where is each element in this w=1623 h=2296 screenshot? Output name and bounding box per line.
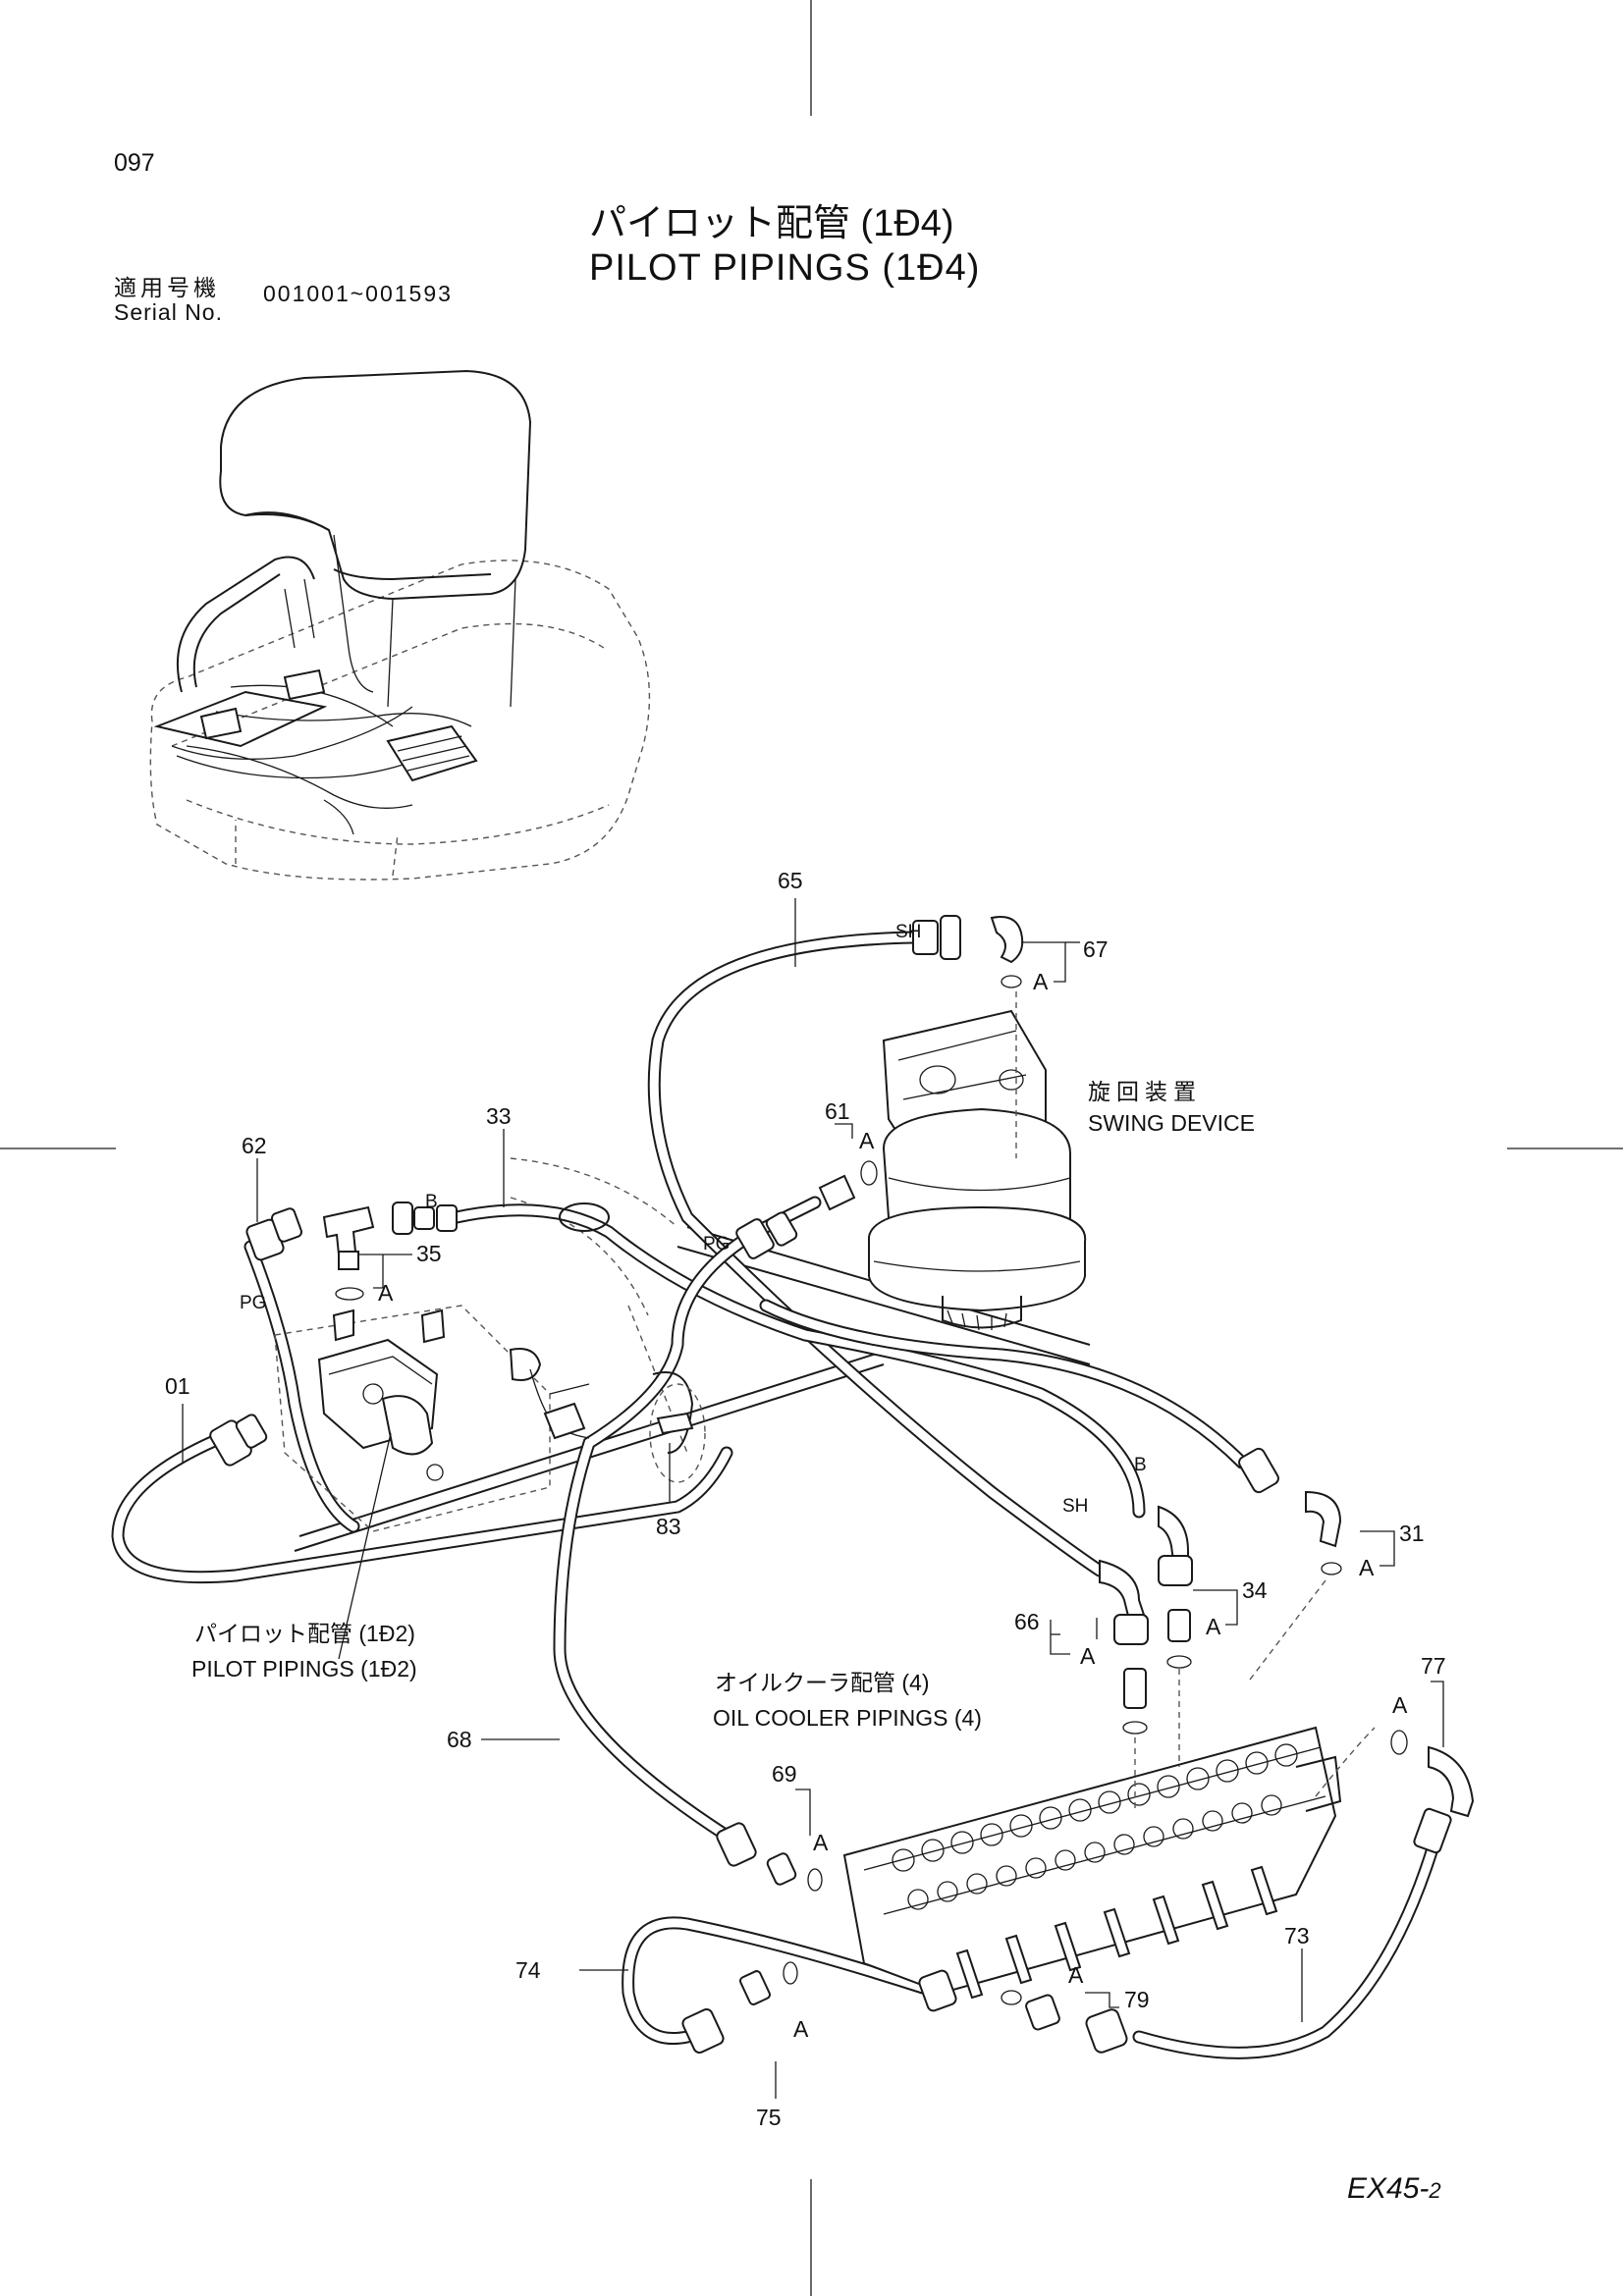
machine-overview-sketch <box>149 369 651 881</box>
callout-01: 01 <box>165 1373 190 1399</box>
marker-a-75: A <box>793 2016 809 2042</box>
callout-77: 77 <box>1421 1653 1446 1679</box>
model-name: EX45- <box>1347 2172 1430 2205</box>
marker-b-33: B <box>425 1192 438 1212</box>
callout-79: 79 <box>1124 1987 1150 2012</box>
serial-label-japanese: 適用号機 <box>114 275 220 300</box>
component-labels: 旋回装置 SWING DEVICE パイロット配管 (1Ð2) PILOT PI… <box>191 1079 1255 1731</box>
serial-range: 001001~001593 <box>263 281 453 306</box>
swing-device-label-ja: 旋回装置 <box>1088 1079 1202 1104</box>
marker-a-66: A <box>1080 1643 1096 1669</box>
port-markers: SH A A B PG PG A B SH A A A A A A A <box>240 922 1408 2042</box>
marker-a-61: A <box>859 1128 875 1153</box>
callout-73: 73 <box>1284 1923 1310 1949</box>
callout-34: 34 <box>1242 1577 1268 1603</box>
leader-lines <box>182 898 1444 2099</box>
oil-cooler-label-ja: オイルクーラ配管 (4) <box>715 1670 930 1695</box>
model-designation: EX45-2 <box>1347 2172 1441 2206</box>
oil-cooler-label-en: OIL COOLER PIPINGS (4) <box>713 1705 982 1731</box>
marker-a-31: A <box>1359 1555 1375 1580</box>
marker-b-34: B <box>1134 1455 1147 1475</box>
marker-a-79: A <box>1068 1962 1084 1988</box>
callout-31: 31 <box>1399 1521 1425 1546</box>
callout-83: 83 <box>656 1514 681 1539</box>
callout-75: 75 <box>756 2105 782 2130</box>
callout-66: 66 <box>1014 1609 1040 1634</box>
callout-numbers: 65 67 61 33 62 35 01 83 31 34 66 68 69 7… <box>165 868 1446 2130</box>
callout-67: 67 <box>1083 936 1109 962</box>
marker-pg-62: PG <box>240 1293 266 1313</box>
callout-61: 61 <box>825 1098 850 1124</box>
callout-65: 65 <box>778 868 803 893</box>
marker-a-69: A <box>813 1830 829 1855</box>
callout-68: 68 <box>447 1727 472 1752</box>
marker-sh-upper: SH <box>895 922 921 942</box>
callout-62: 62 <box>242 1133 267 1158</box>
hose-paths <box>111 931 1440 2059</box>
marker-a-35: A <box>378 1280 394 1306</box>
marker-a-77: A <box>1392 1692 1408 1718</box>
swing-device <box>868 1009 1087 1331</box>
model-suffix: 2 <box>1429 2178 1441 2203</box>
serial-label-english: Serial No. <box>114 299 223 325</box>
marker-pg-65: PG <box>703 1234 730 1255</box>
pilot-pipings-label-ja: パイロット配管 (1Ð2) <box>194 1621 415 1646</box>
callout-35: 35 <box>416 1241 442 1266</box>
page-title-japanese: パイロット配管 (1Ð4) <box>589 203 954 244</box>
callout-69: 69 <box>772 1761 797 1787</box>
pilot-valve-block <box>274 1305 590 1532</box>
marker-a-67: A <box>1033 969 1049 994</box>
marker-a-34: A <box>1206 1614 1221 1639</box>
pilot-pipings-label-en: PILOT PIPINGS (1Ð2) <box>191 1656 417 1682</box>
marker-sh-66: SH <box>1062 1496 1088 1517</box>
fittings <box>209 915 1475 2055</box>
page-title-english: PILOT PIPINGS (1Ð4) <box>589 247 981 289</box>
callout-33: 33 <box>486 1103 512 1129</box>
callout-74: 74 <box>515 1957 541 1983</box>
page-number: 097 <box>114 149 155 177</box>
swing-device-label-en: SWING DEVICE <box>1088 1110 1255 1136</box>
control-valve <box>842 1726 1342 2000</box>
